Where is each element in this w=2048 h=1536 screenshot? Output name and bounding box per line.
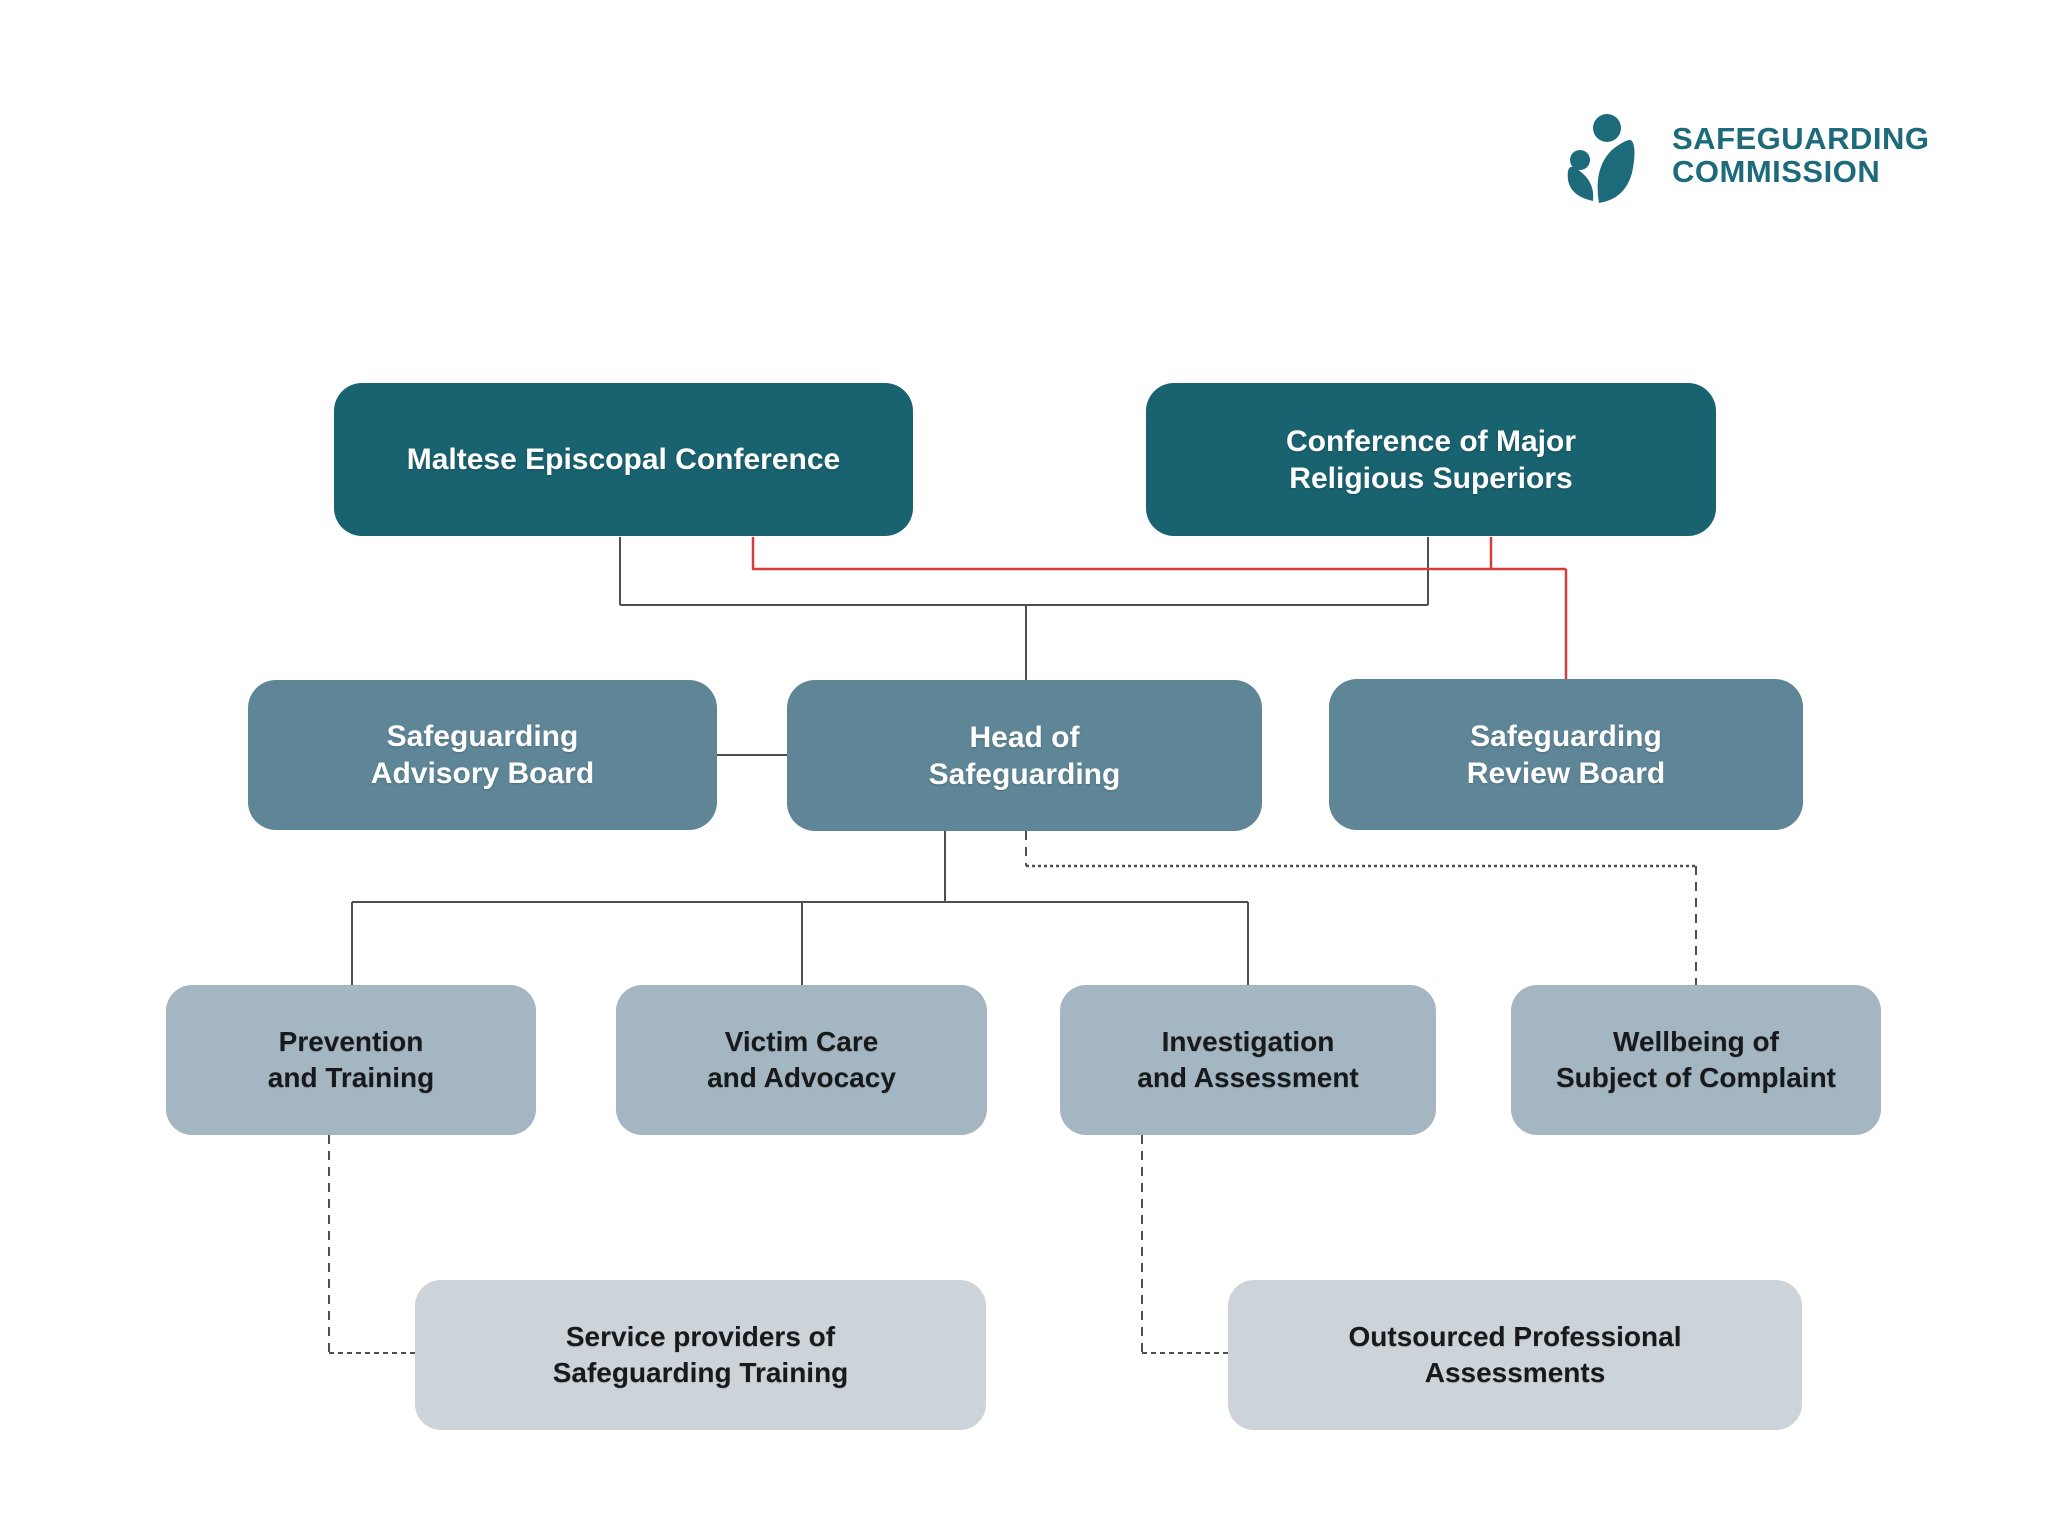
node-label: Safeguarding Advisory Board [370, 720, 595, 790]
node-outsourced-professional-assessments: Outsourced Professional Assessments [1228, 1280, 1802, 1430]
node-safeguarding-review-board: Safeguarding Review Board [1329, 679, 1803, 830]
node-maltese-episcopal-conference: Maltese Episcopal Conference [334, 383, 913, 536]
node-label: Wellbeing of Subject of Complaint [1556, 1026, 1836, 1093]
node-label: Investigation and Assessment [1137, 1026, 1359, 1093]
node-victim-care-and-advocacy: Victim Care and Advocacy [616, 985, 987, 1135]
node-label: Service providers of Safeguarding Traini… [552, 1321, 849, 1388]
logo-wordmark: SAFEGUARDING COMMISSION [1672, 122, 1929, 188]
safeguarding-commission-logo: SAFEGUARDING COMMISSION [1563, 105, 1929, 205]
logo-line-1: SAFEGUARDING [1672, 121, 1930, 156]
node-service-providers-of-safeguarding-training: Service providers of Safeguarding Traini… [415, 1280, 986, 1430]
node-label: Head of Safeguarding [928, 720, 1121, 791]
node-prevention-and-training: Prevention and Training [166, 985, 536, 1135]
node-label: Conference of Major Religious Superiors [1285, 424, 1577, 495]
safeguarding-commission-icon [1567, 114, 1635, 203]
node-label: Victim Care and Advocacy [707, 1026, 896, 1093]
node-label: Prevention and Training [267, 1026, 435, 1093]
node-label: Outsourced Professional Assessments [1348, 1321, 1682, 1388]
node-head-of-safeguarding: Head of Safeguarding [787, 680, 1262, 831]
node-label: Maltese Episcopal Conference [406, 443, 841, 476]
node-safeguarding-advisory-board: Safeguarding Advisory Board [248, 680, 717, 830]
node-investigation-and-assessment: Investigation and Assessment [1060, 985, 1436, 1135]
logo-line-2: COMMISSION [1672, 154, 1881, 189]
node-label: Safeguarding Review Board [1466, 719, 1666, 790]
node-wellbeing-of-subject-of-complaint: Wellbeing of Subject of Complaint [1511, 985, 1881, 1135]
node-conference-of-major-religious-superiors: Conference of Major Religious Superiors [1146, 383, 1716, 536]
